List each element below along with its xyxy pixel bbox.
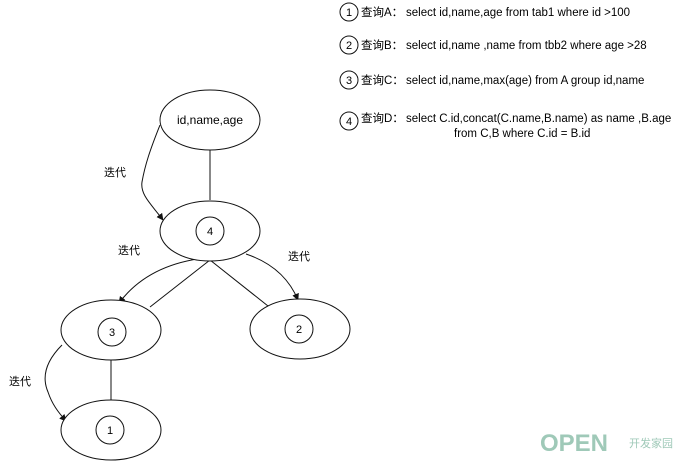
node-2: 2 <box>249 298 351 360</box>
query-item-d: 4 查询D： select C.id,concat(C.name,B.name)… <box>339 111 671 140</box>
query-list: 1 查询A： select id,name,age from tab1 wher… <box>339 2 671 140</box>
node-1-number: 1 <box>107 425 113 437</box>
watermark-logo: OPEN 开发家园 <box>540 430 673 457</box>
query-sql: select id,name ,name from tbb2 where age… <box>406 40 647 52</box>
node-3: 3 <box>60 299 162 361</box>
query-item-b: 2 查询B： select id,name ,name from tbb2 wh… <box>339 35 647 55</box>
query-prefix: 查询A： <box>361 5 403 19</box>
query-number: 4 <box>346 116 352 128</box>
node-4: 4 <box>159 200 261 262</box>
query-sql: select id,name,age from tab1 where id >1… <box>406 7 630 19</box>
node-root-label: id,name,age <box>177 113 243 127</box>
edge-label-iteration: 迭代 <box>118 244 140 257</box>
node-1: 1 <box>60 399 162 461</box>
edge-4-to-3 <box>149 259 211 308</box>
watermark-text: OPEN <box>540 430 608 457</box>
node-2-number: 2 <box>296 324 302 336</box>
iteration-arrow-3-to-1 <box>44 344 67 422</box>
query-prefix: 查询C： <box>361 73 404 87</box>
query-item-a: 1 查询A： select id,name,age from tab1 wher… <box>339 2 630 22</box>
query-sql: select C.id,concat(C.name,B.name) as nam… <box>406 113 671 125</box>
query-prefix: 查询D： <box>361 111 404 125</box>
query-sql-continued: from C,B where C.id = B.id <box>454 128 590 140</box>
query-sql: select id,name,max(age) from A group id,… <box>406 75 644 87</box>
node-3-number: 3 <box>109 327 115 339</box>
query-prefix: 查询B： <box>361 38 403 52</box>
edge-label-iteration: 迭代 <box>288 250 310 263</box>
iteration-arrow-root-to-4 <box>141 124 164 221</box>
query-number: 1 <box>346 7 352 19</box>
edge-4-to-2 <box>209 259 269 307</box>
query-number: 3 <box>346 75 352 87</box>
query-number: 2 <box>346 40 352 52</box>
watermark-subtext: 开发家园 <box>629 436 673 450</box>
node-4-number: 4 <box>207 226 213 238</box>
node-root: id,name,age <box>159 89 261 151</box>
iteration-arrow-4-to-3 <box>118 257 206 304</box>
query-item-c: 3 查询C： select id,name,max(age) from A gr… <box>339 70 644 90</box>
iteration-arrow-4-to-2 <box>245 253 299 301</box>
edge-label-iteration: 迭代 <box>104 166 126 179</box>
edge-label-iteration: 迭代 <box>9 375 31 388</box>
